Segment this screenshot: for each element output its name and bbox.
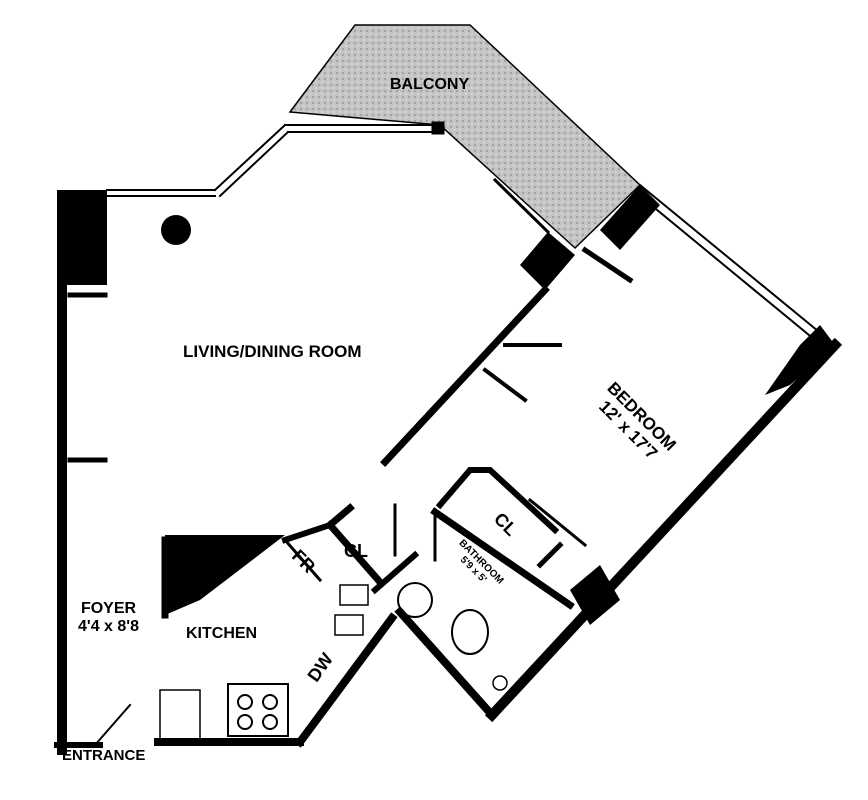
balcony-area bbox=[288, 24, 642, 250]
column bbox=[161, 215, 191, 245]
foyer-closet-label: CL bbox=[170, 557, 193, 576]
foyer-size: 4'4 x 8'8 bbox=[78, 617, 139, 635]
walls bbox=[54, 121, 843, 755]
foyer-label: FOYER 4'4 x 8'8 bbox=[78, 600, 139, 635]
hall-closet-label: CL bbox=[344, 541, 368, 561]
foyer-name: FOYER bbox=[80, 600, 137, 617]
living-room-label: LIVING/DINING ROOM bbox=[183, 342, 362, 361]
kitchen-label: KITCHEN bbox=[186, 625, 258, 642]
entrance-label: ENTRANCE bbox=[62, 747, 146, 764]
balcony-label: BALCONY bbox=[390, 76, 470, 93]
